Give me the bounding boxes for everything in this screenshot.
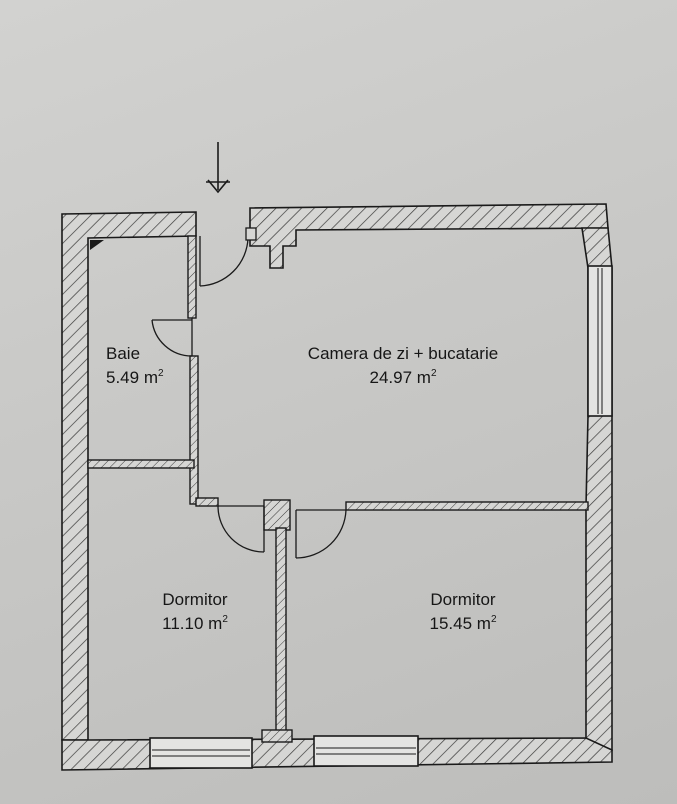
room-area: 15.45 m2 [429,614,497,633]
window-south-right [313,735,419,767]
room-name: Camera de zi + bucatarie [307,344,499,363]
bathroom-door [151,318,193,357]
corner-marker-icon [90,240,104,250]
bedroom2-door [295,509,347,559]
room-name: Dormitor [430,590,496,609]
room-area: 24.97 m2 [369,368,437,387]
interior-walls [87,235,589,743]
room-name: Dormitor [162,590,228,609]
entrance-door [199,227,257,287]
room-label-dormitor-1: Dormitor 11.10 m2 [130,588,260,636]
down-arrow-icon [206,142,230,194]
window-east [587,265,613,417]
room-label-baie: Baie 5.49 m2 [106,342,164,390]
room-label-dormitor-2: Dormitor 15.45 m2 [398,588,528,636]
room-area: 5.49 m2 [106,368,164,387]
bedroom1-door [217,505,265,553]
exterior-walls [61,203,613,771]
window-south-left [149,737,253,769]
room-area: 11.10 m2 [162,614,228,633]
room-name: Baie [106,344,141,363]
room-label-living: Camera de zi + bucatarie 24.97 m2 [268,342,538,390]
